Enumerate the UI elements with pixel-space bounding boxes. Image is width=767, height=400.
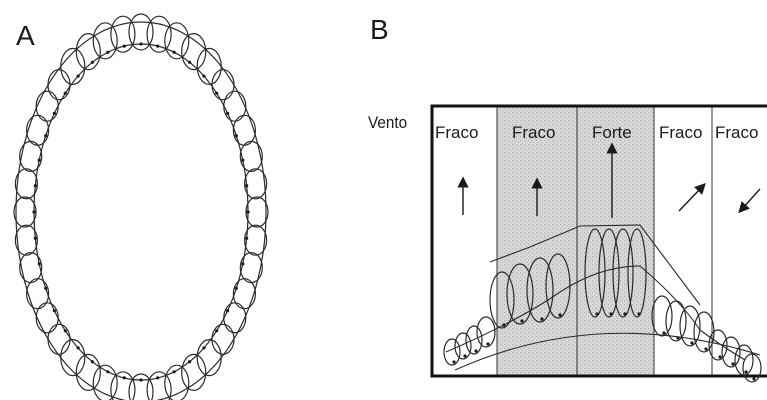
ring-loop-dot: [202, 346, 205, 349]
trajectory-loop-dot: [474, 349, 477, 352]
ring-loop: [212, 324, 234, 354]
ring-loop-dot: [241, 159, 244, 162]
ring-loop-dot: [123, 376, 126, 379]
trajectory-loop-dot: [662, 331, 665, 334]
ring-loop: [245, 225, 267, 255]
trajectory-loop-dot: [520, 319, 523, 322]
ring-loop-dot: [188, 61, 191, 64]
ring-loop: [224, 303, 246, 333]
trajectory-loop-dot: [452, 360, 455, 363]
ring-loop-dot: [202, 75, 205, 78]
ring-loop: [48, 324, 70, 354]
ring-loop-dot: [77, 346, 80, 349]
ring-loop-dot: [64, 329, 67, 332]
zone-label-1: Fraco: [435, 123, 478, 142]
ring-loop-dot: [173, 51, 176, 54]
ring-loop-dot: [245, 184, 248, 187]
ring-loop-dot: [173, 370, 176, 373]
ring-loop-dot: [188, 360, 191, 363]
trajectory-loop-dot: [718, 355, 721, 358]
ring-loop-dot: [106, 51, 109, 54]
ring-loop-dot: [226, 309, 229, 312]
ring-loop-dot: [91, 360, 94, 363]
trajectory-loop-dot: [623, 312, 626, 315]
trajectory-loop-dot: [637, 312, 640, 315]
ring-loop: [27, 115, 49, 145]
ring-loop-dot: [34, 237, 37, 240]
ring-loop: [27, 279, 49, 309]
ring-loop-dot: [139, 42, 142, 45]
ring-loop: [36, 303, 58, 333]
zone-column-5: [712, 106, 767, 376]
ring-loop-dot: [77, 75, 80, 78]
trajectory-loop-dot: [731, 362, 734, 365]
ring-loop-dot: [123, 45, 126, 48]
ring-loop-dot: [32, 210, 35, 213]
ring-loop: [15, 225, 37, 255]
ring-loop-dot: [245, 237, 248, 240]
ring-loop-dot: [235, 134, 238, 137]
ring-loop-dot: [53, 309, 56, 312]
trajectory-loop-dot: [752, 377, 755, 380]
ring-loop-dot: [235, 287, 238, 290]
ring-loop-dot: [246, 210, 249, 213]
ring-loop-dot: [139, 378, 142, 381]
zone-label-3: Forte: [592, 123, 632, 142]
ring-loop-dot: [64, 92, 67, 95]
ring-loop: [15, 169, 37, 199]
ring-loop-dot: [34, 184, 37, 187]
trajectory-loop-dot: [463, 354, 466, 357]
panel-a-loop-ring: [14, 14, 268, 400]
ring-loop-dot: [44, 287, 47, 290]
trajectory-loop-dot: [595, 312, 598, 315]
trajectory-loop-dot: [609, 312, 612, 315]
ring-loops: [14, 14, 268, 400]
trajectory-loop-dot: [540, 317, 543, 320]
ring-loop-dot: [215, 92, 218, 95]
zone-label-2: Fraco: [512, 123, 555, 142]
ring-loop: [212, 70, 234, 100]
ring-loop: [36, 91, 58, 121]
ring-loop-dot: [241, 262, 244, 265]
trajectory-loop-dot: [502, 323, 505, 326]
ring-loop: [233, 279, 255, 309]
ring-loop: [245, 169, 267, 199]
trajectory-loop-dot: [486, 342, 489, 345]
ring-loop-dot: [44, 134, 47, 137]
zone-column-2: [497, 106, 577, 376]
zone-label-5: Fraco: [715, 123, 758, 142]
ring-loop-dot: [215, 329, 218, 332]
ring-loop: [48, 70, 70, 100]
ring-loop: [224, 91, 246, 121]
ring-loop: [240, 253, 262, 283]
ring-loop-dot: [91, 61, 94, 64]
ring-loop-dot: [38, 262, 41, 265]
ring-loop-dot: [53, 112, 56, 115]
ring-loop-dot: [106, 370, 109, 373]
trajectory-loop-dot: [690, 341, 693, 344]
ring-loop-dot: [156, 45, 159, 48]
ring-loop: [20, 141, 42, 171]
zone-label-4: Fraco: [659, 123, 702, 142]
trajectory-loop-dot: [744, 370, 747, 373]
ring-loop-dot: [156, 376, 159, 379]
trajectory-loop-dot: [676, 336, 679, 339]
ring-loop: [20, 253, 42, 283]
ring-loop: [240, 141, 262, 171]
trajectory-loop-dot: [558, 313, 561, 316]
ring-loop-dot: [226, 112, 229, 115]
trajectory-loop-dot: [704, 347, 707, 350]
ring-outer-outline: [16, 22, 266, 400]
zone-column-1: [432, 106, 497, 376]
panel-b-wind-zones: Fraco Fraco Forte Fraco Fraco: [432, 106, 767, 382]
ring-loop-dot: [38, 159, 41, 162]
ring-loop: [233, 115, 255, 145]
